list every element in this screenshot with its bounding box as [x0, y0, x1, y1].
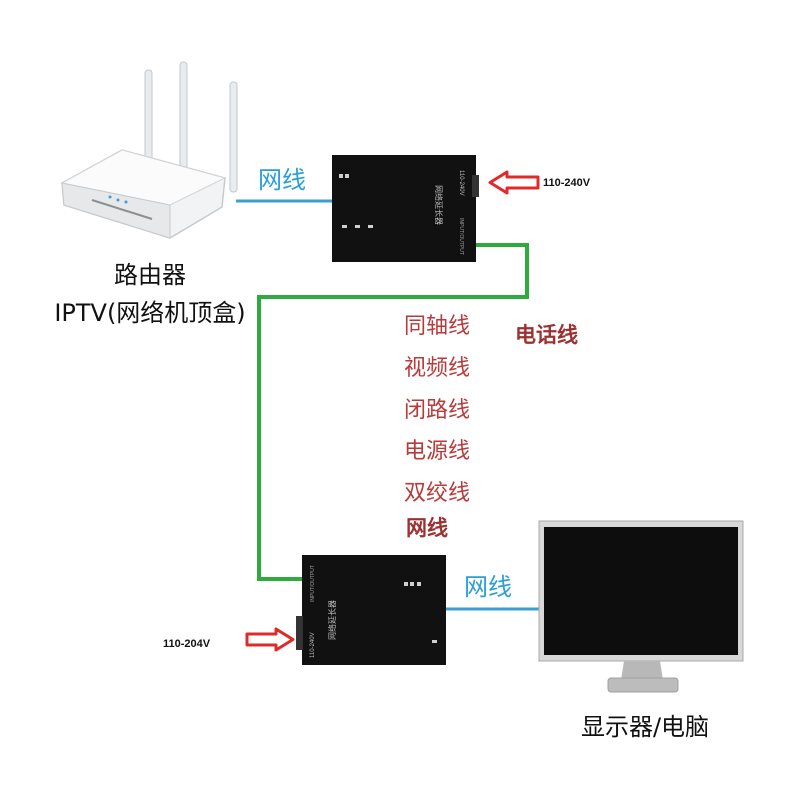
top-power-voltage-label: 110-240V	[543, 177, 591, 189]
cable-item-video: 视频线	[404, 356, 471, 381]
router-icon	[60, 61, 238, 239]
top-extender-title: 网络延长器	[434, 185, 444, 225]
iptv-label: IPTV(网络机顶盒)	[54, 299, 246, 327]
bottom-power-arrow-icon	[245, 627, 295, 652]
top-power-arrow-icon	[488, 170, 540, 195]
top-extender-port-text: INPUT/OUTPUT	[458, 218, 464, 255]
top-network-cable-label: 网线	[258, 166, 306, 194]
cable-item-cctv: 闭路线	[404, 398, 471, 423]
extension-cable-line	[257, 243, 529, 581]
bottom-network-cable-label: 网线	[464, 573, 512, 601]
monitor-label: 显示器/电脑	[580, 713, 710, 741]
bottom-extender-title: 网络延长器	[327, 600, 337, 640]
bottom-extender-device: INPUT/OUTPUT 网络延长器 110-240V	[296, 555, 446, 665]
cable-item-coax: 同轴线	[404, 314, 471, 339]
cable-item-phone: 电话线	[515, 323, 578, 347]
top-extender-side-text: 110-240V	[458, 170, 464, 196]
cable-item-twisted-pair: 双绞线	[404, 481, 471, 506]
monitor-icon	[538, 520, 744, 693]
router-label: 路由器	[114, 261, 186, 289]
bottom-extender-side-text: 110-240V	[310, 632, 316, 658]
cable-item-power: 电源线	[404, 439, 471, 464]
bottom-extender-port-text: INPUT/OUTPUT	[310, 565, 316, 602]
cable-item-network: 网线	[406, 516, 448, 540]
top-extender-device: 110-240V 网络延长器 INPUT/OUTPUT	[332, 155, 479, 262]
bottom-power-voltage-label: 110-204V	[163, 638, 211, 650]
